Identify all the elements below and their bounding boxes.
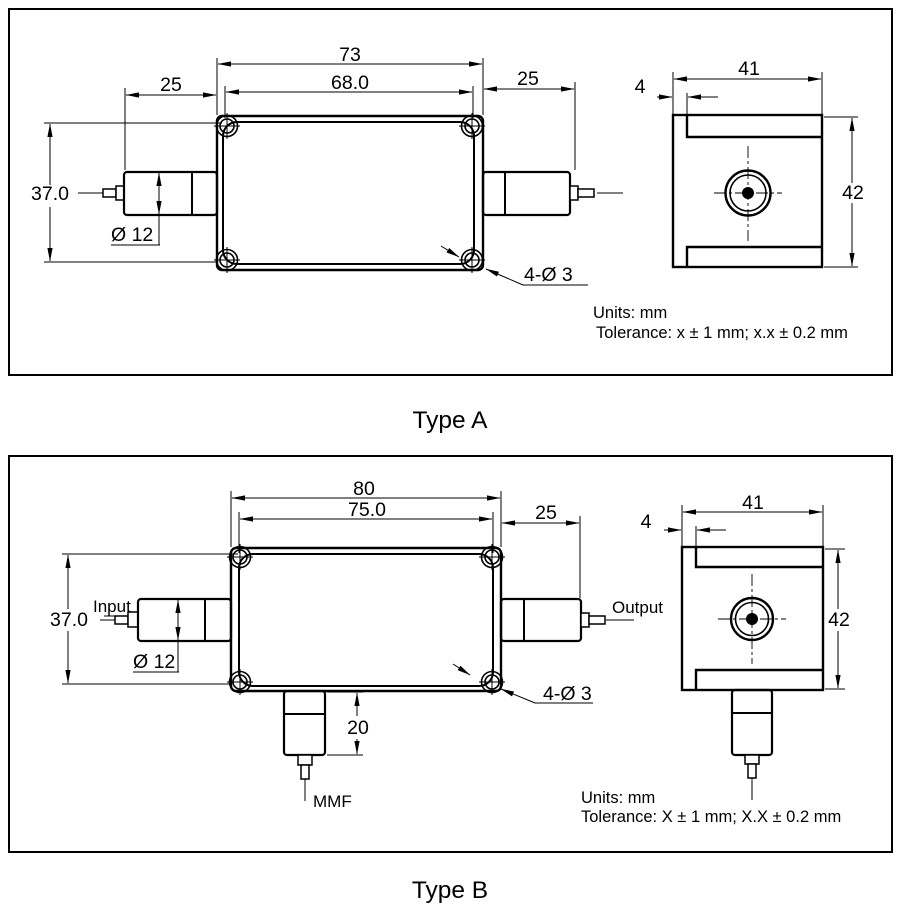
units-note-a: Units: mm xyxy=(593,304,667,322)
type-a-notes: Units: mm Tolerance: x ± 1 mm; x.x ± 0.2… xyxy=(593,304,848,342)
output-label: Output xyxy=(612,598,663,617)
type-b-panel: 80 75.0 25 37.0 Ø 12 xyxy=(8,455,893,853)
dim-overall-length-a: 73 xyxy=(339,44,361,66)
screw-hole-top-left xyxy=(214,113,240,139)
left-connector xyxy=(102,170,219,217)
side-outline xyxy=(680,545,825,692)
dim-overall-length-b: 80 xyxy=(353,478,375,500)
right-connector xyxy=(481,170,595,217)
type-a-caption: Type A xyxy=(413,407,489,434)
connector-bore-inner xyxy=(734,601,770,637)
type-a-frame xyxy=(8,8,893,376)
tolerance-note-a: Tolerance: x ± 1 mm; x.x ± 0.2 mm xyxy=(596,324,848,342)
connector-bore-outer xyxy=(724,169,772,217)
type-a-top-view xyxy=(78,113,623,273)
bottom-slot xyxy=(685,245,822,267)
dim-right-connector-b: 25 xyxy=(535,502,557,524)
type-a-dimensions: 73 68.0 25 25 37.0 xyxy=(31,44,864,286)
dim-right-connector-a: 25 xyxy=(517,68,539,90)
screw-hole-bottom-left xyxy=(227,669,253,695)
dim-side-slot-inset-b: 4 xyxy=(641,511,652,533)
dim-mounting-holes-b: 4-Ø 3 xyxy=(543,683,592,705)
fiber-core xyxy=(746,613,758,625)
dim-side-height-a: 42 xyxy=(842,182,864,204)
dim-side-width-b: 41 xyxy=(742,492,764,514)
dim-body-height-b: 37.0 xyxy=(50,609,88,631)
type-b-side-view xyxy=(680,545,825,800)
top-slot xyxy=(685,115,822,139)
dim-body-height-a: 37.0 xyxy=(31,183,69,205)
type-a-panel: 73 68.0 25 25 37.0 xyxy=(8,8,893,376)
dim-side-slot-inset-a: 4 xyxy=(635,76,646,98)
output-connector xyxy=(499,597,606,643)
connector-bore-inner xyxy=(729,174,767,212)
dim-side-width-a: 41 xyxy=(738,58,760,80)
lid-outline xyxy=(238,553,494,687)
bottom-slot xyxy=(694,668,823,690)
lid-outline xyxy=(222,121,475,265)
side-bottom-connector xyxy=(730,688,774,779)
mmf-label: MMF xyxy=(313,792,352,811)
type-b-top-view xyxy=(100,544,634,801)
screw-hole-bottom-right xyxy=(479,669,505,695)
top-slot xyxy=(694,547,823,569)
dim-connector-diameter-b: Ø 12 xyxy=(133,651,175,673)
dim-lid-length-a: 68.0 xyxy=(331,72,369,94)
dim-side-height-b: 42 xyxy=(828,609,850,631)
input-label: Input xyxy=(93,597,131,616)
dim-connector-diameter-a: Ø 12 xyxy=(111,224,153,246)
tolerance-note-b: Tolerance: X ± 1 mm; X.X ± 0.2 mm xyxy=(581,808,841,826)
units-note-b: Units: mm xyxy=(581,789,655,807)
type-b-dimensions: 80 75.0 25 37.0 Ø 12 xyxy=(50,478,850,756)
screw-hole-bottom-right xyxy=(459,247,485,273)
dim-mounting-holes-a: 4-Ø 3 xyxy=(524,264,573,286)
screw-hole-top-right xyxy=(459,113,485,139)
connector-bore-outer xyxy=(729,596,775,642)
housing-outline xyxy=(215,114,485,272)
dim-bottom-connector-b: 20 xyxy=(347,717,369,739)
dim-left-connector-a: 25 xyxy=(160,74,182,96)
dim-lid-length-b: 75.0 xyxy=(348,499,386,521)
screw-hole-top-right xyxy=(479,544,505,570)
side-outline xyxy=(671,113,824,269)
housing-outline xyxy=(229,546,503,693)
mmf-connector xyxy=(282,689,327,780)
screw-hole-top-left xyxy=(227,544,253,570)
type-b-frame xyxy=(8,455,893,853)
type-b-port-labels: Input Output MMF xyxy=(93,597,663,811)
type-b-caption: Type B xyxy=(412,877,488,904)
input-connector xyxy=(114,597,233,643)
screw-hole-bottom-left xyxy=(214,247,240,273)
fiber-core xyxy=(742,187,754,199)
type-a-side-view xyxy=(671,113,824,269)
type-b-notes: Units: mm Tolerance: X ± 1 mm; X.X ± 0.2… xyxy=(581,789,841,826)
